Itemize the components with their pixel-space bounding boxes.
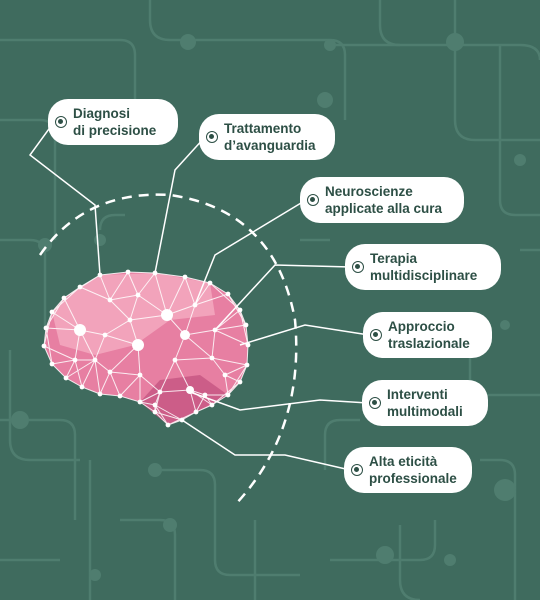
dashed-arc <box>38 193 298 506</box>
brain-node <box>49 309 55 315</box>
brain-illustration <box>41 269 251 428</box>
brain-node <box>77 284 83 290</box>
connector-line-3 <box>194 199 307 306</box>
brain-node <box>107 297 113 303</box>
brain-node <box>92 357 98 363</box>
brain-node <box>74 324 86 336</box>
connector-dot-icon <box>352 261 364 273</box>
brain-node <box>222 372 228 378</box>
label-line: multimodali <box>387 404 463 419</box>
brain-node <box>152 402 158 408</box>
connector-line-6 <box>189 391 369 411</box>
brain-node <box>117 393 123 399</box>
label-alta-eticita-professionale: Alta eticità professionale <box>344 447 472 493</box>
connector-line-7 <box>181 419 351 471</box>
brain-node <box>132 339 144 351</box>
label-line: traslazionale <box>388 336 470 351</box>
label-neuroscienze-applicate-alla-cura: Neuroscienze applicate alla cura <box>300 177 464 223</box>
label-line: Interventi <box>387 387 448 402</box>
brain-node <box>63 375 69 381</box>
connector-line-5 <box>239 324 370 346</box>
label-line: Diagnosi <box>73 106 131 121</box>
connector-dot-icon <box>307 194 319 206</box>
brain-node <box>102 332 108 338</box>
label-diagnosi-di-precisione: Diagnosi di precisione <box>48 99 178 145</box>
brain-node <box>79 384 85 390</box>
brain-node <box>107 369 113 375</box>
brain-node <box>225 291 231 297</box>
label-line: professionale <box>369 471 457 486</box>
connector-dot-icon <box>369 397 381 409</box>
connector-line-1 <box>28 121 101 276</box>
brain-node <box>41 343 47 349</box>
connector-lines <box>28 121 370 471</box>
brain-light-region <box>52 273 215 355</box>
brain-node <box>152 409 158 415</box>
label-line: applicate alla cura <box>325 201 443 216</box>
connector-dot-icon <box>55 116 67 128</box>
brain-node <box>244 362 250 368</box>
connector-dot-icon <box>206 131 218 143</box>
brain-node <box>157 389 163 395</box>
label-trattamento-davanguardia: Trattamento d’avanguardia <box>199 114 335 160</box>
connector-dot-icon <box>351 464 363 476</box>
label-line: multidisciplinare <box>370 268 478 283</box>
brain-node <box>61 295 67 301</box>
brain-node <box>243 322 249 328</box>
brain-node <box>237 307 243 313</box>
brain-node <box>72 357 78 363</box>
brain-node <box>193 409 199 415</box>
label-line: Alta eticità <box>369 454 438 469</box>
circuit-dots <box>11 33 526 581</box>
brain-node <box>225 392 231 398</box>
brain-node <box>135 292 141 298</box>
connector-dot-icon <box>370 329 382 341</box>
brain-node <box>49 361 55 367</box>
brain-node <box>172 357 178 363</box>
brain-node <box>127 317 133 323</box>
label-approccio-traslazionale: Approccio traslazionale <box>363 312 492 358</box>
brain-node <box>209 355 215 361</box>
brain-node <box>180 330 190 340</box>
connector-line-4 <box>214 264 352 331</box>
brain-node <box>165 422 171 428</box>
label-terapia-multidisciplinare: Terapia multidisciplinare <box>345 244 501 290</box>
label-line: Terapia <box>370 251 418 266</box>
brain-node <box>237 379 243 385</box>
brain-network-edges <box>43 271 249 426</box>
brain-node <box>182 274 188 280</box>
connector-line-2 <box>154 136 206 274</box>
brain-node <box>137 399 143 405</box>
brain-node <box>245 342 251 348</box>
brain-node <box>207 280 213 286</box>
brain-node <box>137 372 143 378</box>
label-line: Approccio <box>388 319 455 334</box>
label-line: Trattamento <box>224 121 302 136</box>
label-line: Neuroscienze <box>325 184 413 199</box>
brain-node <box>161 309 173 321</box>
label-line: di precisione <box>73 123 157 138</box>
brain-node <box>209 402 215 408</box>
brain-node <box>97 391 103 397</box>
brain-node <box>43 325 49 331</box>
label-line: d’avanguardia <box>224 138 316 153</box>
brain-node <box>125 269 131 275</box>
label-interventi-multimodali: Interventi multimodali <box>362 380 488 426</box>
